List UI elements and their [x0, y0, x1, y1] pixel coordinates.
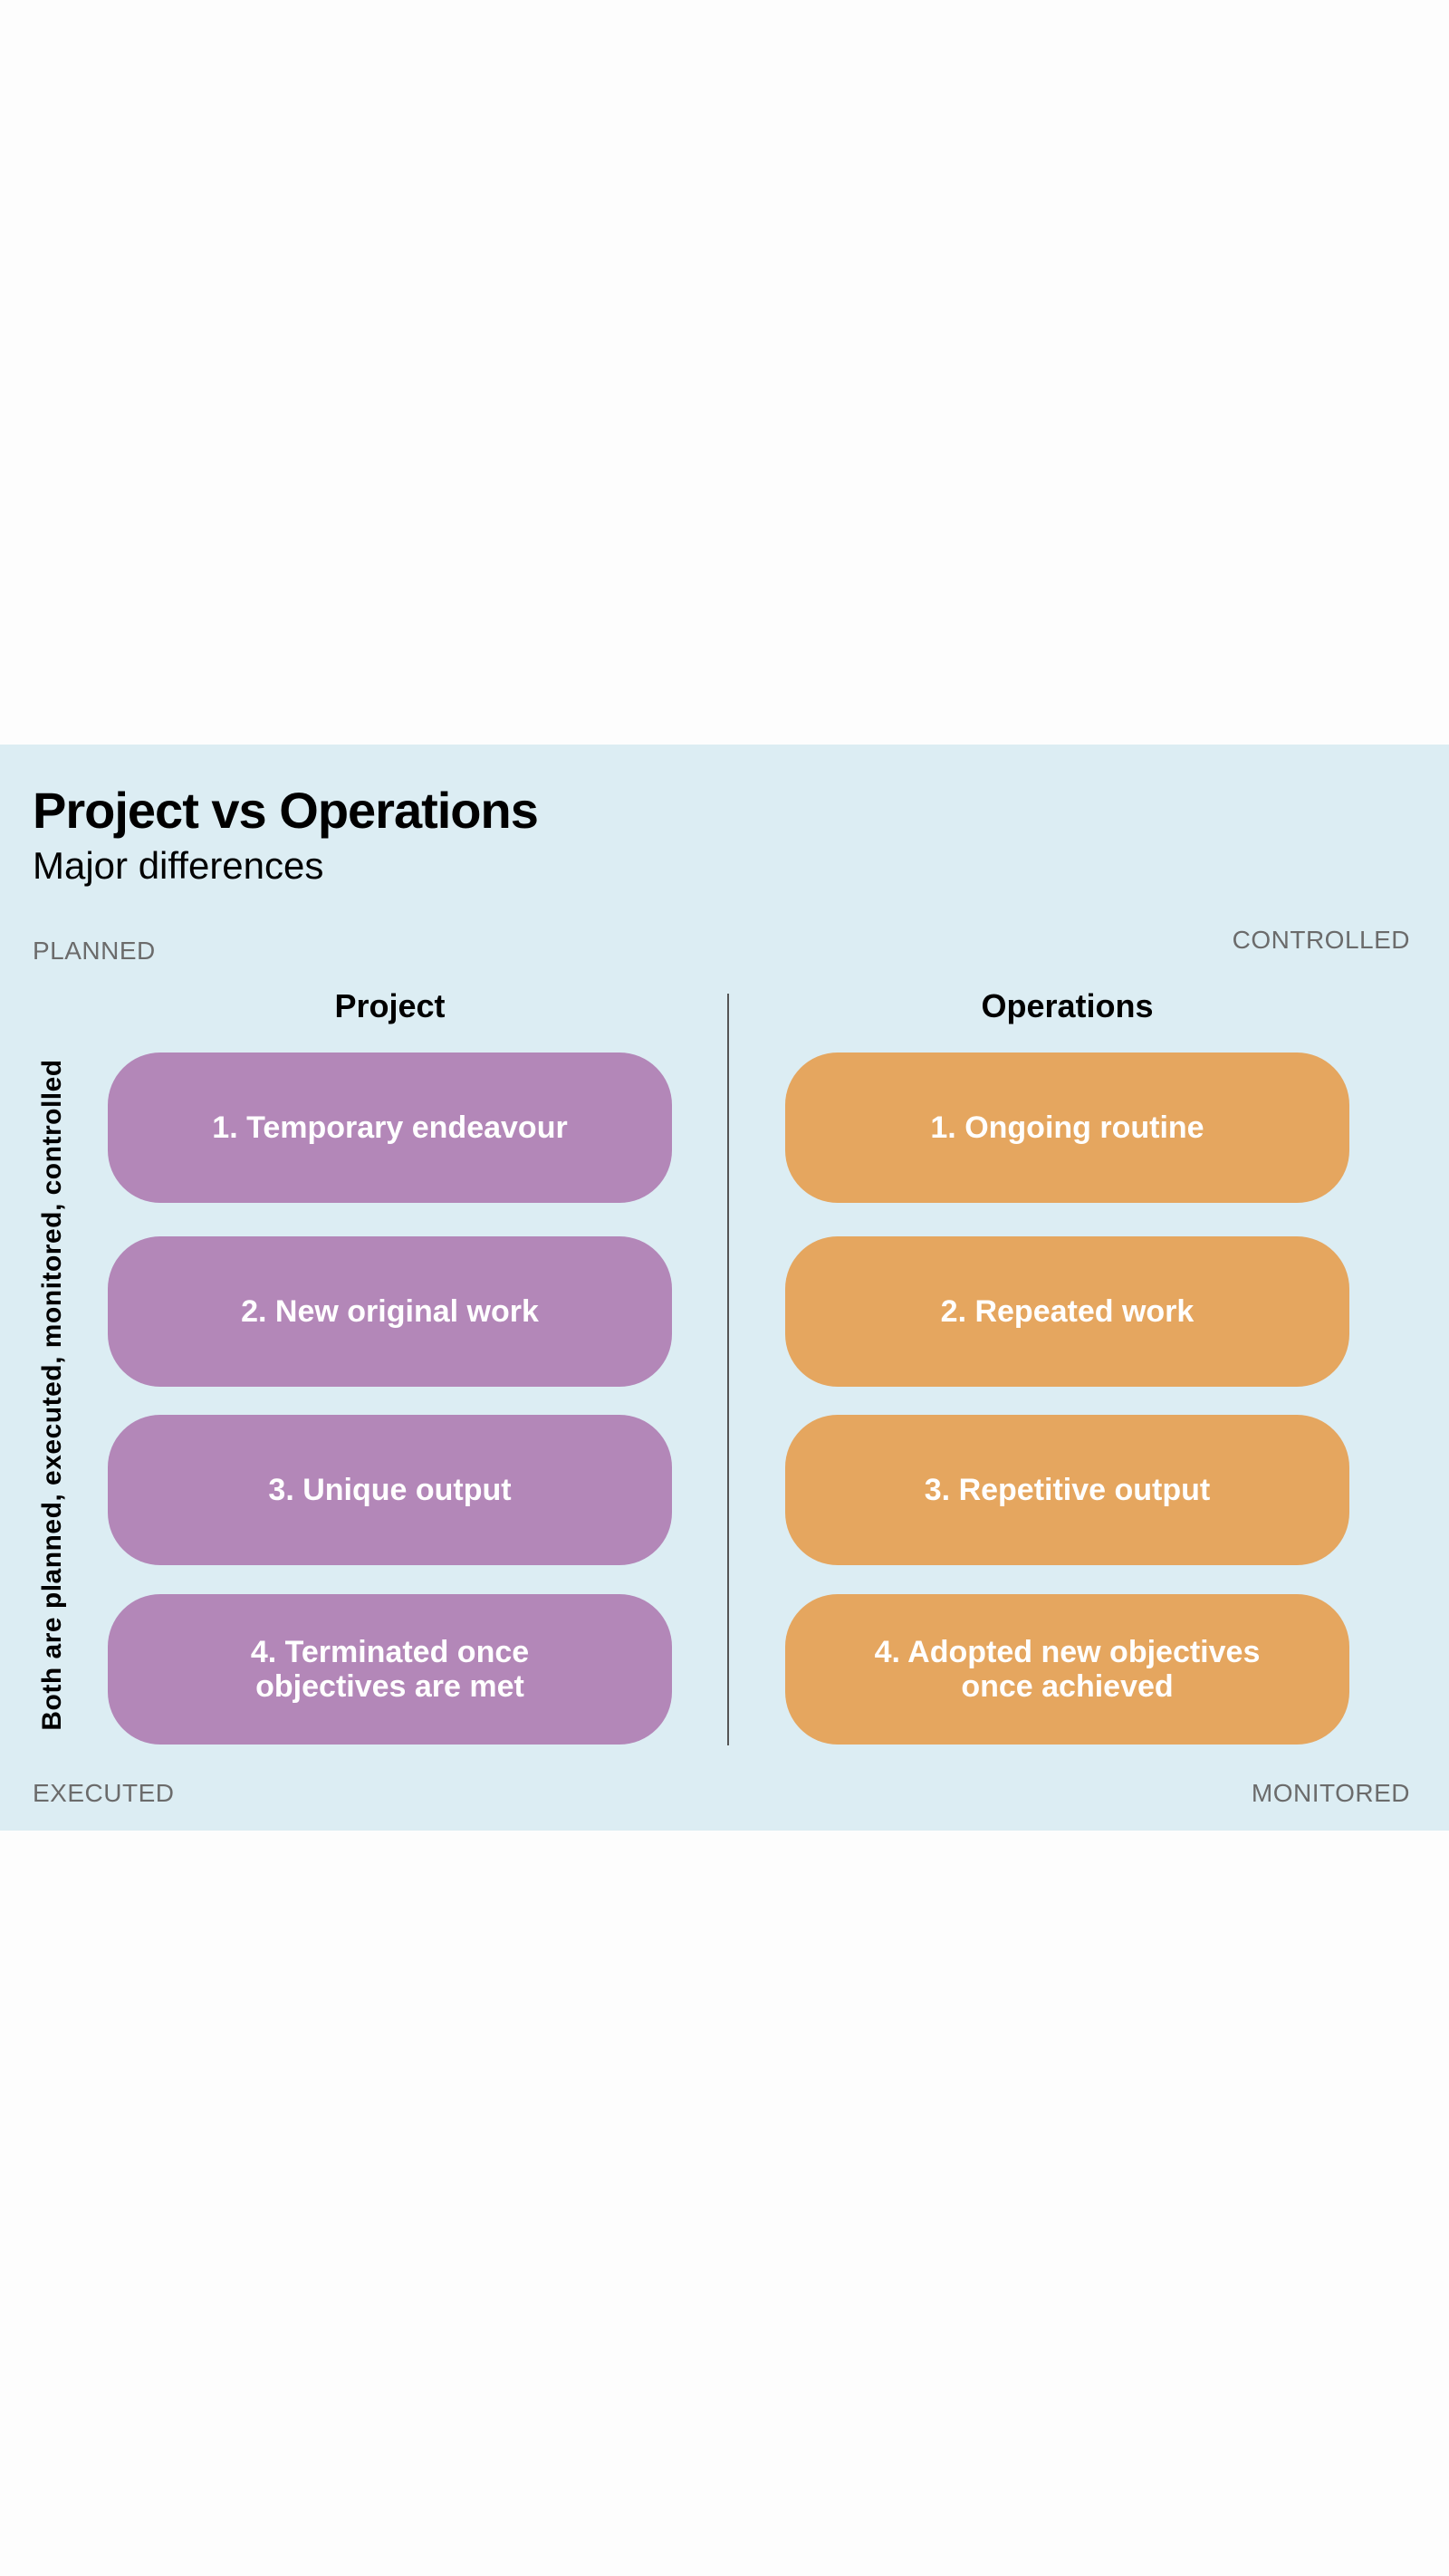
project-heading: Project: [334, 987, 446, 1024]
corner-label-planned: PLANNED: [33, 937, 156, 965]
corner-label-executed: EXECUTED: [33, 1779, 175, 1807]
project-item: 4. Terminated once objectives are met: [108, 1594, 672, 1745]
side-label: Both are planned, executed, monitored, c…: [37, 1059, 67, 1731]
operations-item: 2. Repeated work: [785, 1236, 1349, 1387]
project-item: 3. Unique output: [108, 1415, 672, 1565]
project-item: 2. New original work: [108, 1236, 672, 1387]
operations-item: 3. Repetitive output: [785, 1415, 1349, 1565]
comparison-panel: Project vs Operations Major differences …: [0, 745, 1449, 1831]
corner-label-controlled: CONTROLLED: [1232, 926, 1410, 954]
corner-label-monitored: MONITORED: [1251, 1779, 1410, 1807]
operations-item: 4. Adopted new objectives once achieved: [785, 1594, 1349, 1745]
operations-heading: Operations: [981, 987, 1154, 1024]
page-title: Project vs Operations: [33, 782, 539, 839]
project-item: 1. Temporary endeavour: [108, 1053, 672, 1203]
operations-item: 1. Ongoing routine: [785, 1053, 1349, 1203]
page-subtitle: Major differences: [33, 844, 324, 887]
column-divider: [727, 994, 729, 1745]
